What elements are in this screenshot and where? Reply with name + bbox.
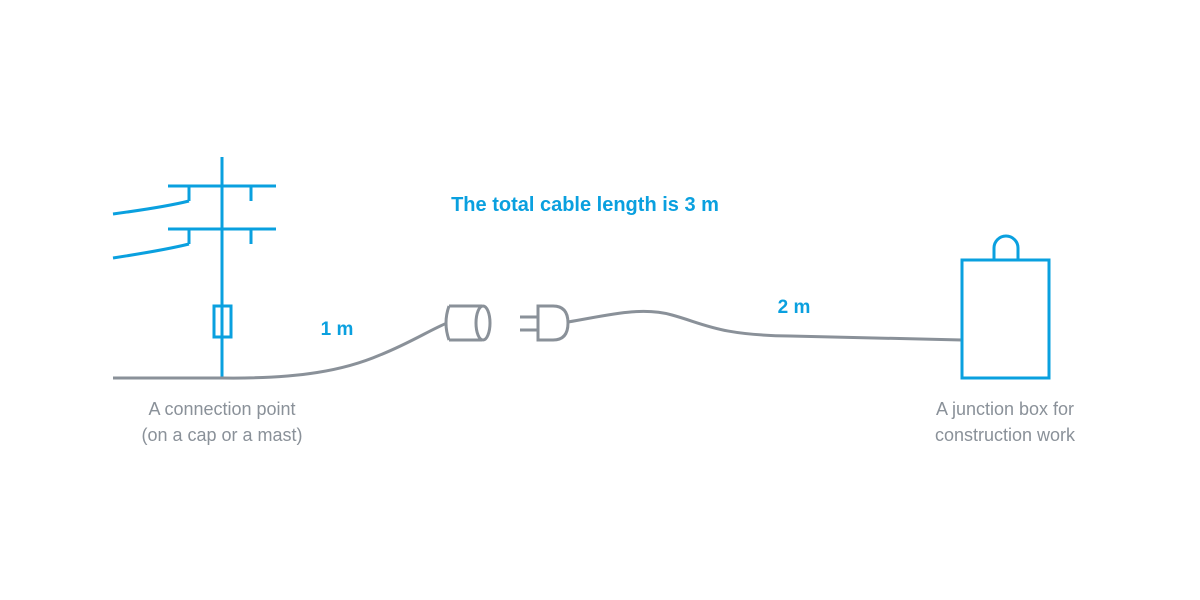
junction-box-caption-line1: A junction box for: [936, 399, 1074, 419]
connection-point-caption-line1: A connection point: [148, 399, 295, 419]
connection-point-caption: A connection point (on a cap or a mast): [141, 399, 302, 445]
connection-point-caption-line2: (on a cap or a mast): [141, 425, 302, 445]
cable-segment-right: [567, 309, 963, 342]
junction-box-caption: A junction box for construction work: [935, 399, 1076, 445]
segment-right-length-label: 2 m: [778, 297, 811, 318]
junction-box-caption-line2: construction work: [935, 425, 1076, 445]
segment-left-length-label: 1 m: [321, 319, 354, 340]
plug-icon: [520, 304, 570, 342]
diagram-title: The total cable length is 3 m: [451, 194, 719, 216]
cable-segment-left: [113, 321, 448, 380]
socket-connector-icon: [444, 304, 492, 342]
junction-box-icon: [960, 234, 1051, 380]
utility-pole-icon: [112, 157, 276, 378]
